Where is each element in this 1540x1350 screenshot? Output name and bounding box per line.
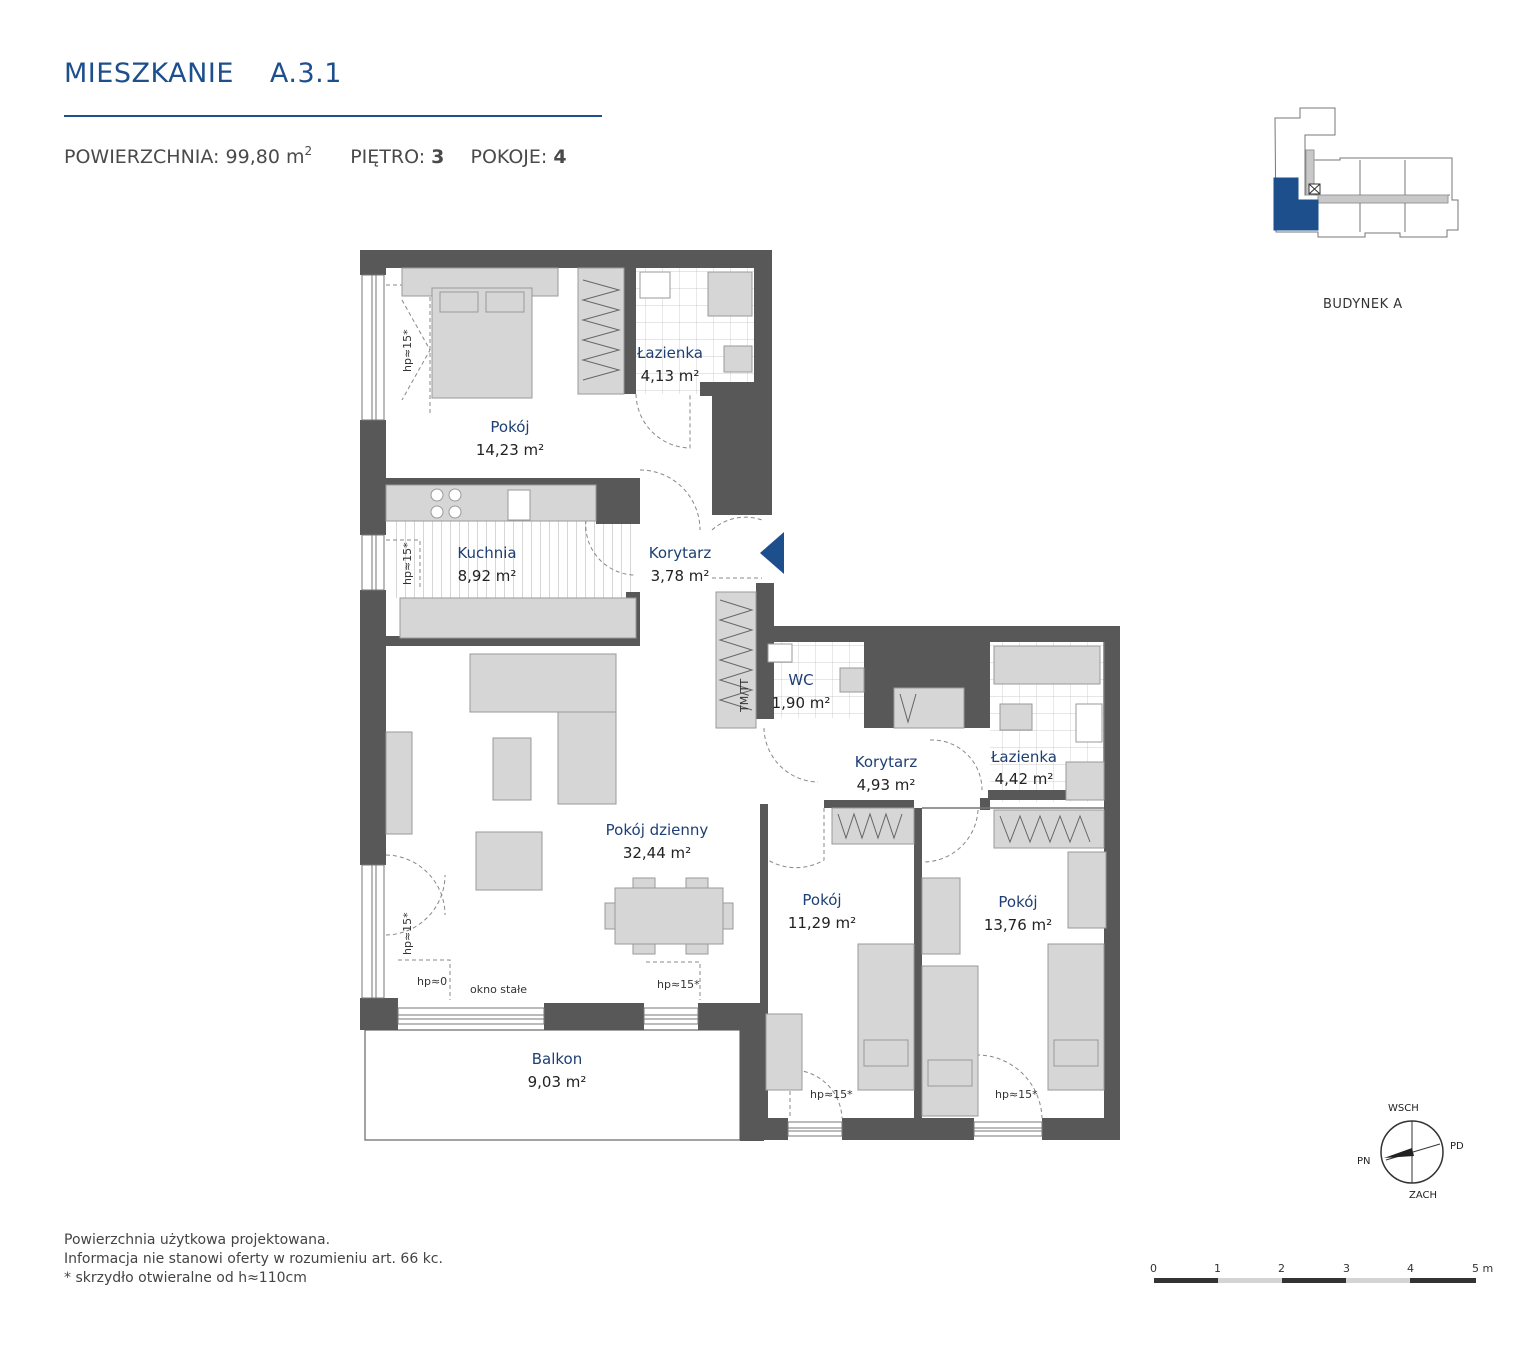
floor-value: 3 bbox=[431, 146, 445, 168]
room-name-hall-2: Korytarz bbox=[855, 753, 918, 771]
building-key-plan bbox=[1273, 107, 1459, 238]
room-area-bathroom-1: 4,13 m² bbox=[641, 367, 700, 385]
walls bbox=[360, 250, 1120, 1141]
room-area-hall-1: 3,78 m² bbox=[651, 567, 710, 585]
entrance-arrow-icon bbox=[760, 532, 784, 574]
rooms-value: 4 bbox=[553, 146, 567, 168]
rooms-label: POKOJE: bbox=[470, 146, 548, 168]
windows bbox=[361, 274, 1043, 1137]
floor-label: PIĘTRO: bbox=[350, 146, 426, 168]
room-name-balcony: Balkon bbox=[532, 1050, 583, 1068]
room-name-hall-1: Korytarz bbox=[649, 544, 712, 562]
scale-label-5: 5 m bbox=[1472, 1262, 1493, 1275]
scale-label-1: 1 bbox=[1214, 1262, 1221, 1275]
room-area-living-room: 32,44 m² bbox=[623, 844, 691, 862]
scale-label-3: 3 bbox=[1343, 1262, 1350, 1275]
footnote-2: Informacja nie stanowi oferty w rozumien… bbox=[64, 1251, 443, 1267]
room-area-hall-2: 4,93 m² bbox=[857, 776, 916, 794]
title-label: MIESZKANIE bbox=[64, 58, 234, 89]
room-name-bathroom-1: Łazienka bbox=[636, 344, 703, 362]
fixed-window-note: okno stałe bbox=[470, 983, 527, 996]
window-annotations: hp≈15* hp≈15* hp≈15* hp≈0 okno stałe hp≈… bbox=[401, 329, 1038, 1101]
room-name-bedroom-1: Pokój bbox=[490, 418, 529, 436]
room-name-kitchen: Kuchnia bbox=[457, 544, 516, 562]
room-name-bedroom-2: Pokój bbox=[802, 891, 841, 909]
scale-label-2: 2 bbox=[1278, 1262, 1285, 1275]
room-labels: Pokój 14,23 m² Łazienka 4,13 m² Kuchnia … bbox=[457, 344, 1057, 1091]
title-rule bbox=[64, 115, 602, 117]
room-area-bedroom-1: 14,23 m² bbox=[476, 441, 544, 459]
area-label: POWIERZCHNIA: bbox=[64, 146, 220, 168]
room-name-bedroom-3: Pokój bbox=[998, 893, 1037, 911]
scale-label-4: 4 bbox=[1407, 1262, 1414, 1275]
compass-south-label: ZACH bbox=[1409, 1190, 1437, 1201]
room-name-living-room: Pokój dzienny bbox=[606, 821, 709, 839]
hp-note-bedroom: hp≈15* bbox=[401, 329, 414, 372]
tm-label: TM/TT bbox=[738, 679, 751, 713]
hp-note-kitchen: hp≈15* bbox=[401, 542, 414, 585]
hp-note-bedroom-3: hp≈15* bbox=[995, 1088, 1038, 1101]
hp-note-bedroom-2: hp≈15* bbox=[810, 1088, 853, 1101]
area-value: 99,80 m bbox=[225, 146, 305, 168]
compass-west-label: PN bbox=[1357, 1156, 1371, 1167]
footnote-1: Powierzchnia użytkowa projektowana. bbox=[64, 1232, 331, 1248]
hp0-note: hp≈0 bbox=[417, 975, 447, 988]
room-area-kitchen: 8,92 m² bbox=[458, 567, 517, 585]
apartment-code: A.3.1 bbox=[269, 58, 342, 89]
apartment-title: MIESZKANIE A.3.1 bbox=[64, 58, 342, 89]
apartment-summary: POWIERZCHNIA: 99,80 m2 PIĘTRO: 3 POKOJE:… bbox=[64, 144, 567, 168]
scale-label-0: 0 bbox=[1150, 1262, 1157, 1275]
building-label: BUDYNEK A bbox=[1323, 297, 1403, 312]
footnote-3: * skrzydło otwieralne od h≈110cm bbox=[64, 1270, 307, 1286]
room-area-bedroom-3: 13,76 m² bbox=[984, 916, 1052, 934]
room-name-wc: WC bbox=[788, 671, 813, 689]
footnotes: Powierzchnia użytkowa projektowana. Info… bbox=[64, 1231, 443, 1288]
room-area-bathroom-2: 4,42 m² bbox=[995, 770, 1054, 788]
compass-north-label: WSCH bbox=[1388, 1103, 1419, 1114]
compass: WSCH PD ZACH PN bbox=[1357, 1103, 1464, 1201]
compass-east-label: PD bbox=[1450, 1141, 1464, 1152]
furniture bbox=[385, 267, 1107, 1117]
hp-note-living: hp≈15* bbox=[401, 912, 414, 955]
wardrobe-hangers bbox=[581, 279, 1091, 844]
room-name-bathroom-2: Łazienka bbox=[990, 748, 1057, 766]
area-sup: 2 bbox=[304, 144, 313, 158]
scale-bar: 0 1 2 3 4 5 m bbox=[1150, 1262, 1493, 1283]
room-area-wc: 1,90 m² bbox=[772, 694, 831, 712]
hp-note-living-2: hp≈15* bbox=[657, 978, 700, 991]
room-area-balcony: 9,03 m² bbox=[528, 1073, 587, 1091]
room-area-bedroom-2: 11,29 m² bbox=[788, 914, 856, 932]
